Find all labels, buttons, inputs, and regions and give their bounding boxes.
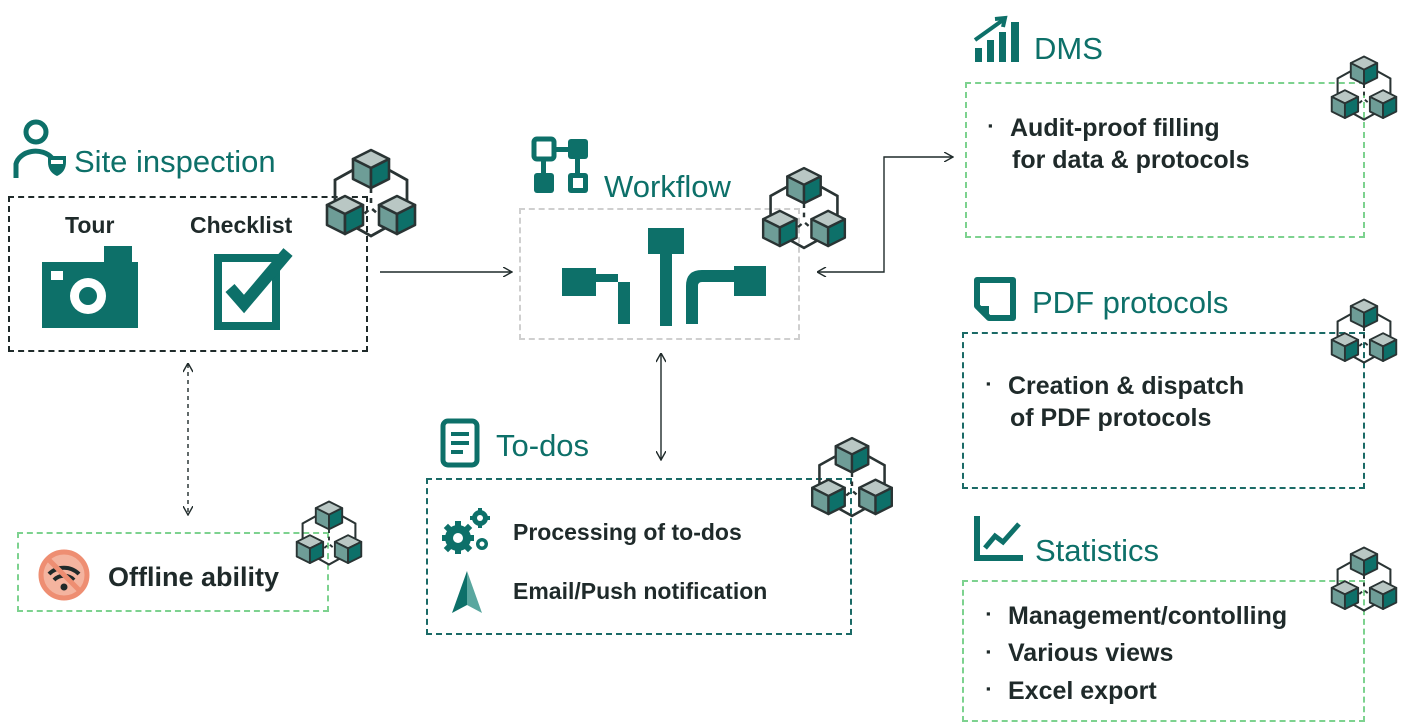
person-shield-icon [13, 119, 66, 178]
bar-chart-icon [973, 15, 1019, 62]
navigation-arrow-icon [452, 571, 482, 613]
todo-item-notification: Email/Push notification [513, 578, 768, 604]
statistics-title: Statistics [1035, 533, 1160, 568]
workflow-title: Workflow [604, 169, 731, 204]
cubes-network-icon [1333, 546, 1395, 612]
no-wifi-icon [38, 549, 90, 601]
pdf-box [962, 332, 1365, 489]
gears-icon [442, 508, 490, 554]
statistics-bullet-list: Management/contolling Various views Exce… [986, 598, 1287, 710]
pdf-bullet-item: Creation & dispatch [986, 368, 1244, 405]
todo-item-processing: Processing of to-dos [513, 519, 742, 545]
todos-title: To-dos [496, 428, 590, 463]
camera-icon [42, 246, 138, 328]
offline-box [17, 532, 329, 612]
workflow-box [519, 208, 800, 340]
pdf-title: PDF protocols [1032, 285, 1229, 320]
cubes-network-icon [298, 500, 360, 566]
pdf-bullet-continuation: of PDF protocols [1010, 404, 1212, 432]
tour-label: Tour [65, 212, 115, 238]
statistics-box [962, 580, 1365, 722]
statistics-bullet-item: Excel export [986, 673, 1287, 710]
dms-box [965, 82, 1365, 238]
cubes-network-icon [329, 148, 413, 238]
site-inspection-box [8, 196, 368, 352]
statistics-bullet-item: Management/contolling [986, 598, 1287, 635]
cubes-network-icon [1333, 298, 1395, 364]
pdf-bullet-list: Creation & dispatch [986, 368, 1244, 405]
page-icon [974, 277, 1016, 321]
dms-title: DMS [1034, 31, 1103, 66]
checklist-label: Checklist [190, 212, 293, 238]
dms-bullet-item: Audit-proof filling [988, 110, 1220, 147]
cubes-network-icon [1333, 55, 1395, 121]
workflow-icon [531, 136, 588, 193]
dms-bullet-list: Audit-proof filling [988, 110, 1220, 147]
document-icon [440, 418, 480, 468]
checkbox-icon [214, 248, 293, 330]
dms-bullet-continuation: for data & protocols [1012, 146, 1250, 174]
statistics-bullet-item: Various views [986, 635, 1287, 672]
cubes-network-icon [765, 166, 843, 250]
offline-label: Offline ability [108, 562, 280, 592]
todos-box [426, 478, 852, 635]
cubes-network-icon [814, 436, 890, 518]
workflow-diagram-icon [562, 228, 766, 326]
arrow-workflow-dms [818, 157, 953, 272]
site-inspection-title: Site inspection [74, 144, 276, 179]
line-chart-icon [974, 516, 1023, 561]
